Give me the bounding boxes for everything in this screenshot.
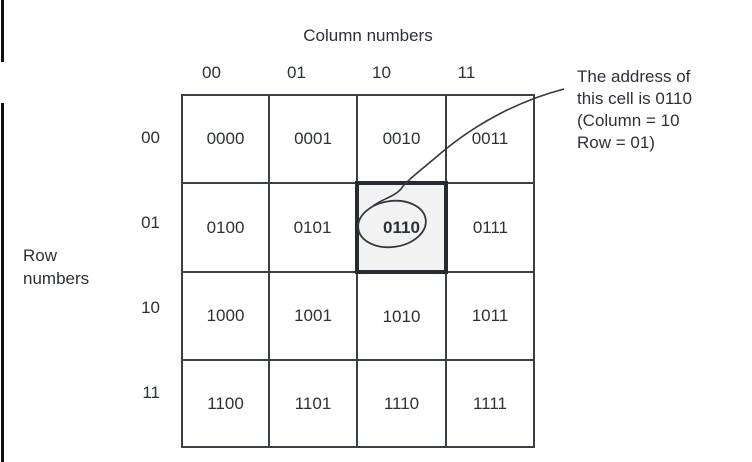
annotation-line-3: (Column = 10 bbox=[577, 111, 680, 130]
row-label-00: 00 bbox=[141, 128, 160, 147]
grid-cell: 1011 bbox=[445, 271, 535, 361]
annotation-line-2: this cell is 0110 bbox=[577, 89, 692, 108]
grid-cell: 0100 bbox=[181, 182, 270, 273]
annotation-text: The address of this cell is 0110 (Column… bbox=[577, 66, 742, 154]
grid-row: 0100 0101 0110 0111 bbox=[181, 181, 535, 274]
grid-cell: 0001 bbox=[268, 94, 358, 184]
column-label-11: 11 bbox=[457, 63, 476, 82]
grid-cell: 0011 bbox=[445, 94, 535, 184]
annotation-line-4: Row = 01) bbox=[577, 133, 655, 152]
address-grid: 0000 0001 0010 0011 0100 0101 0110 0111 … bbox=[181, 94, 535, 448]
column-label-01: 01 bbox=[287, 63, 306, 82]
grid-cell: 1001 bbox=[268, 271, 358, 361]
row-label-01: 01 bbox=[141, 213, 160, 232]
highlighted-cell-0110: 0110 bbox=[355, 181, 448, 274]
grid-row: 1000 1001 1010 1011 bbox=[181, 271, 535, 361]
grid-cell: 1010 bbox=[356, 271, 447, 361]
grid-cell: 1111 bbox=[445, 359, 535, 448]
grid-row: 0000 0001 0010 0011 bbox=[181, 94, 535, 184]
annotation-line-1: The address of bbox=[577, 67, 691, 86]
row-label-11: 11 bbox=[142, 383, 160, 402]
grid-cell: 1101 bbox=[268, 359, 358, 448]
grid-cell: 1000 bbox=[181, 271, 270, 361]
row-axis-title-line1: Row bbox=[23, 246, 58, 265]
grid-cell: 0101 bbox=[268, 182, 358, 273]
column-label-00: 00 bbox=[202, 63, 221, 82]
page-border-segment-bottom bbox=[1, 103, 4, 462]
row-axis-title: Row numbers bbox=[23, 244, 89, 290]
row-label-10: 10 bbox=[141, 298, 160, 317]
grid-row: 1100 1101 1110 1111 bbox=[181, 359, 535, 448]
grid-cell: 0111 bbox=[445, 182, 535, 273]
column-labels: 00 01 10 11 bbox=[169, 63, 509, 83]
page-border-segment-top bbox=[1, 0, 4, 62]
grid-cell: 0010 bbox=[356, 94, 447, 184]
column-label-10: 10 bbox=[372, 63, 391, 82]
grid-cell: 0000 bbox=[181, 94, 270, 184]
grid-cell: 1110 bbox=[356, 359, 447, 448]
grid-cell: 1100 bbox=[181, 359, 270, 448]
column-axis-title: Column numbers bbox=[303, 26, 433, 45]
row-axis-title-line2: numbers bbox=[23, 269, 90, 288]
